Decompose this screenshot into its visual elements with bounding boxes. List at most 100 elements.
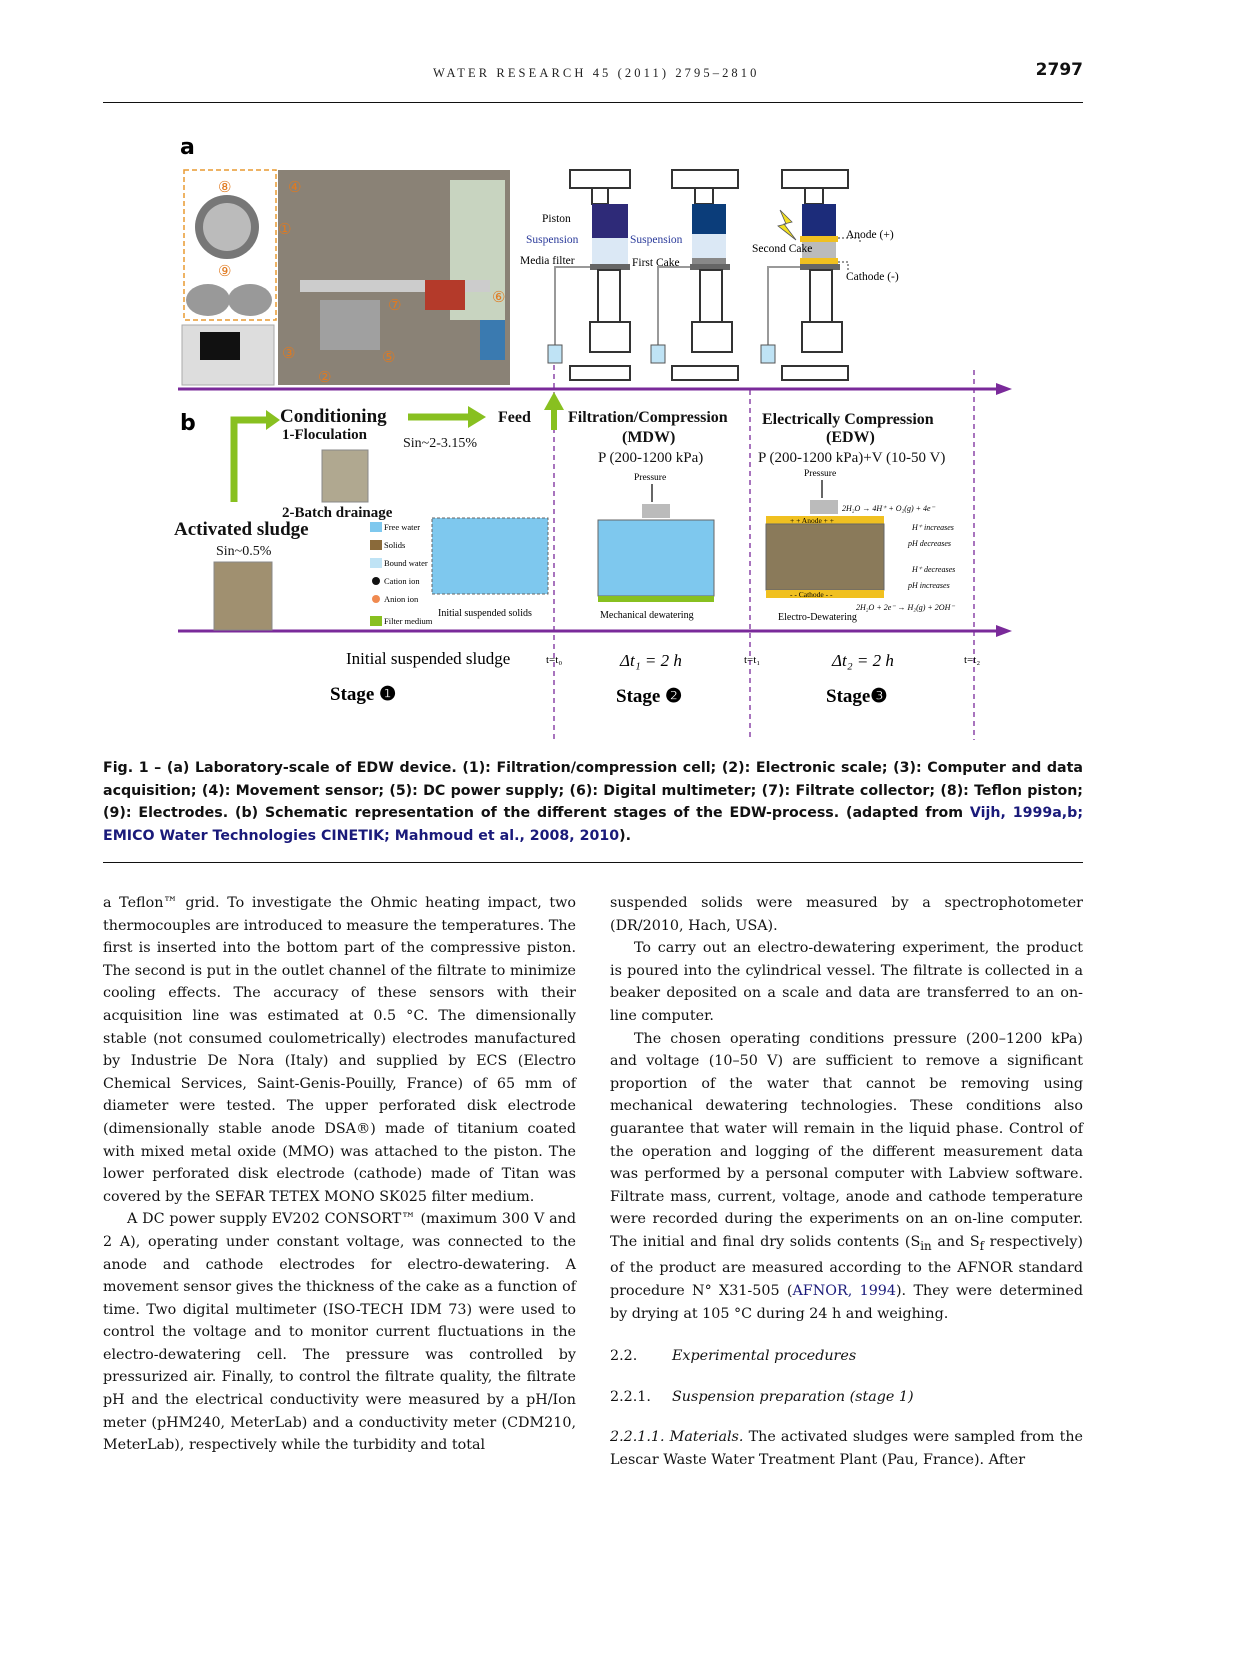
materials-heading: 2.2.1.1. Materials. xyxy=(610,1429,744,1446)
label-piston: Piston xyxy=(542,213,571,225)
lower-arrowhead xyxy=(996,625,1012,637)
right-column: suspended solids were measured by a spec… xyxy=(610,892,1083,1472)
conditioning-beaker xyxy=(321,449,369,503)
mdw-filter xyxy=(598,596,714,602)
callout-7: ⑦ xyxy=(388,296,401,314)
figure-svg: a ⑧ ④ ⑨ ③ ② ⑤ ⑦ ⑥ ① xyxy=(174,135,1012,740)
legend-swatch-free-water xyxy=(370,522,382,532)
label-suspension-2: Suspension xyxy=(630,234,683,246)
t0-label: t=t₀ xyxy=(546,654,562,666)
edw-box xyxy=(765,523,885,591)
t1-label: t=t₁ xyxy=(744,654,760,666)
legend-cation: Cation ion xyxy=(384,576,420,586)
cathode-reaction: 2H₂O + 2e⁻ → H₂(g) + 2OH⁻ xyxy=(856,603,955,612)
cathode-bar-label: - - Cathode - - xyxy=(790,590,833,599)
running-header: WATER RESEARCH 45 (2011) 2795–2810 2797 xyxy=(103,60,1083,103)
callout-6: ⑥ xyxy=(492,288,505,306)
flow-arrowhead-1 xyxy=(266,410,280,430)
electrode-photo-1 xyxy=(186,284,230,316)
flow-arrowhead-2 xyxy=(468,406,486,428)
label-cathode: Cathode (-) xyxy=(846,271,899,283)
right-paragraph-4: 2.2.1.1. Materials. The activated sludge… xyxy=(610,1426,1083,1471)
pressure-label-edw: Pressure xyxy=(804,469,836,479)
piston-block-edw xyxy=(810,500,838,514)
label-first-cake: First Cake xyxy=(632,257,680,269)
label-suspension-1: Suspension xyxy=(526,234,579,246)
upper-arrowhead xyxy=(996,383,1012,395)
figure-1: a ⑧ ④ ⑨ ③ ② ⑤ ⑦ ⑥ ① xyxy=(170,130,1030,750)
ph-decreases: pH decreases xyxy=(907,539,951,548)
stage-2-label: Stage ❷ xyxy=(616,686,682,707)
subscript-f: f xyxy=(979,1238,985,1253)
initial-solids-label: Initial suspended solids xyxy=(438,608,532,619)
right-paragraph-1: suspended solids were measured by a spec… xyxy=(610,895,1083,934)
cell-labels: Piston Suspension Media filter Suspensio… xyxy=(520,213,899,283)
panel-a-label: a xyxy=(180,135,195,160)
photo-callouts: ⑧ ④ ⑨ ③ ② ⑤ ⑦ ⑥ ① xyxy=(218,178,505,386)
anode-bar xyxy=(766,516,884,524)
t2-label: t=t₂ xyxy=(964,654,980,666)
cathode-bar xyxy=(766,590,884,598)
caption-rule xyxy=(103,862,1083,863)
caption-reference-link[interactable]: Vijh, 1999a,b; EMICO Water Technologies … xyxy=(103,805,1083,844)
lightning-icon xyxy=(777,209,797,241)
activated-sludge-beaker xyxy=(213,561,273,631)
mdw-pressure: P (200-1200 kPa) xyxy=(598,450,703,466)
piston-block-mdw xyxy=(642,504,670,518)
legend-swatch-solids xyxy=(370,540,382,550)
callout-8: ⑧ xyxy=(218,178,231,196)
subscript-in: in xyxy=(920,1238,932,1253)
anode-reaction: 2H₂O → 4H⁺ + O₂(g) + 4e⁻ xyxy=(842,504,936,513)
mechanical-dewatering-label: Mechanical dewatering xyxy=(600,610,694,621)
left-paragraph-1: a Teflon™ grid. To investigate the Ohmic… xyxy=(103,895,576,1205)
callout-2: ② xyxy=(318,368,331,386)
legend-swatch-cation xyxy=(372,577,380,585)
left-column: a Teflon™ grid. To investigate the Ohmic… xyxy=(103,892,576,1457)
h-increases: H⁺ increases xyxy=(911,523,954,532)
initial-sludge-label: Initial suspended sludge xyxy=(346,649,510,668)
reaction-notes: 2H₂O → 4H⁺ + O₂(g) + 4e⁻ H⁺ increases pH… xyxy=(842,504,955,612)
press-cell-3 xyxy=(760,169,861,381)
edw-pressure: P (200-1200 kPa)+V (10-50 V) xyxy=(758,450,945,466)
press-cell-2 xyxy=(650,169,739,381)
press-cell-1 xyxy=(547,169,631,381)
p3-text-c: respectively) of the product are measure… xyxy=(610,1233,1083,1299)
label-anode: Anode (+) xyxy=(846,229,894,241)
conditioning-title: Conditioning xyxy=(280,406,387,427)
callout-3: ③ xyxy=(282,344,295,362)
page-number: 2797 xyxy=(1035,60,1083,80)
legend-swatch-bound-water xyxy=(370,558,382,568)
mdw-subtitle: (MDW) xyxy=(622,429,675,446)
activated-sludge-label: Activated sludge xyxy=(174,519,309,540)
mdw-box xyxy=(597,519,715,597)
batch-drainage-label: 2-Batch drainage xyxy=(282,505,393,521)
legend-swatch-filter xyxy=(370,616,382,626)
legend: Free water Solids Bound water Cation ion… xyxy=(370,522,433,626)
journal-title: WATER RESEARCH 45 (2011) 2795–2810 xyxy=(433,66,760,80)
legend-free-water: Free water xyxy=(384,522,420,532)
edw-title: Electrically Compression xyxy=(762,411,934,428)
callout-5: ⑤ xyxy=(382,348,395,366)
edw-subtitle: (EDW) xyxy=(826,429,875,446)
initial-solids-box xyxy=(431,517,549,595)
afnor-reference-link[interactable]: AFNOR, 1994 xyxy=(792,1282,896,1299)
legend-swatch-anion xyxy=(372,595,380,603)
electrode-photo-2 xyxy=(228,284,272,316)
figure-caption: Fig. 1 – (a) Laboratory-scale of EDW dev… xyxy=(103,757,1083,847)
left-paragraph-2: A DC power supply EV202 CONSORT™ (maximu… xyxy=(103,1211,576,1454)
panel-b-label: b xyxy=(180,411,196,436)
subsection-heading: 2.2.1.Suspension preparation (stage 1) xyxy=(610,1386,1083,1409)
callout-4: ④ xyxy=(288,178,301,196)
caption-text: Fig. 1 – (a) Laboratory-scale of EDW dev… xyxy=(103,760,1083,821)
callout-1: ① xyxy=(278,220,291,238)
callout-9: ⑨ xyxy=(218,262,231,280)
piston-disk xyxy=(203,203,251,251)
dt2-label: Δt₂ = 2 h xyxy=(831,651,894,670)
right-paragraph-3: The chosen operating conditions pressure… xyxy=(610,1028,1083,1326)
ph-increases: pH increases xyxy=(907,581,950,590)
beaker-photo xyxy=(480,320,505,360)
sin-activated: Sin~0.5% xyxy=(216,544,272,559)
flow-arrowhead-3 xyxy=(544,392,564,410)
stage-1-label: Stage ❶ xyxy=(330,684,396,705)
flow-text: Conditioning 1-Floculation Sin~2-3.15% F… xyxy=(174,406,945,559)
